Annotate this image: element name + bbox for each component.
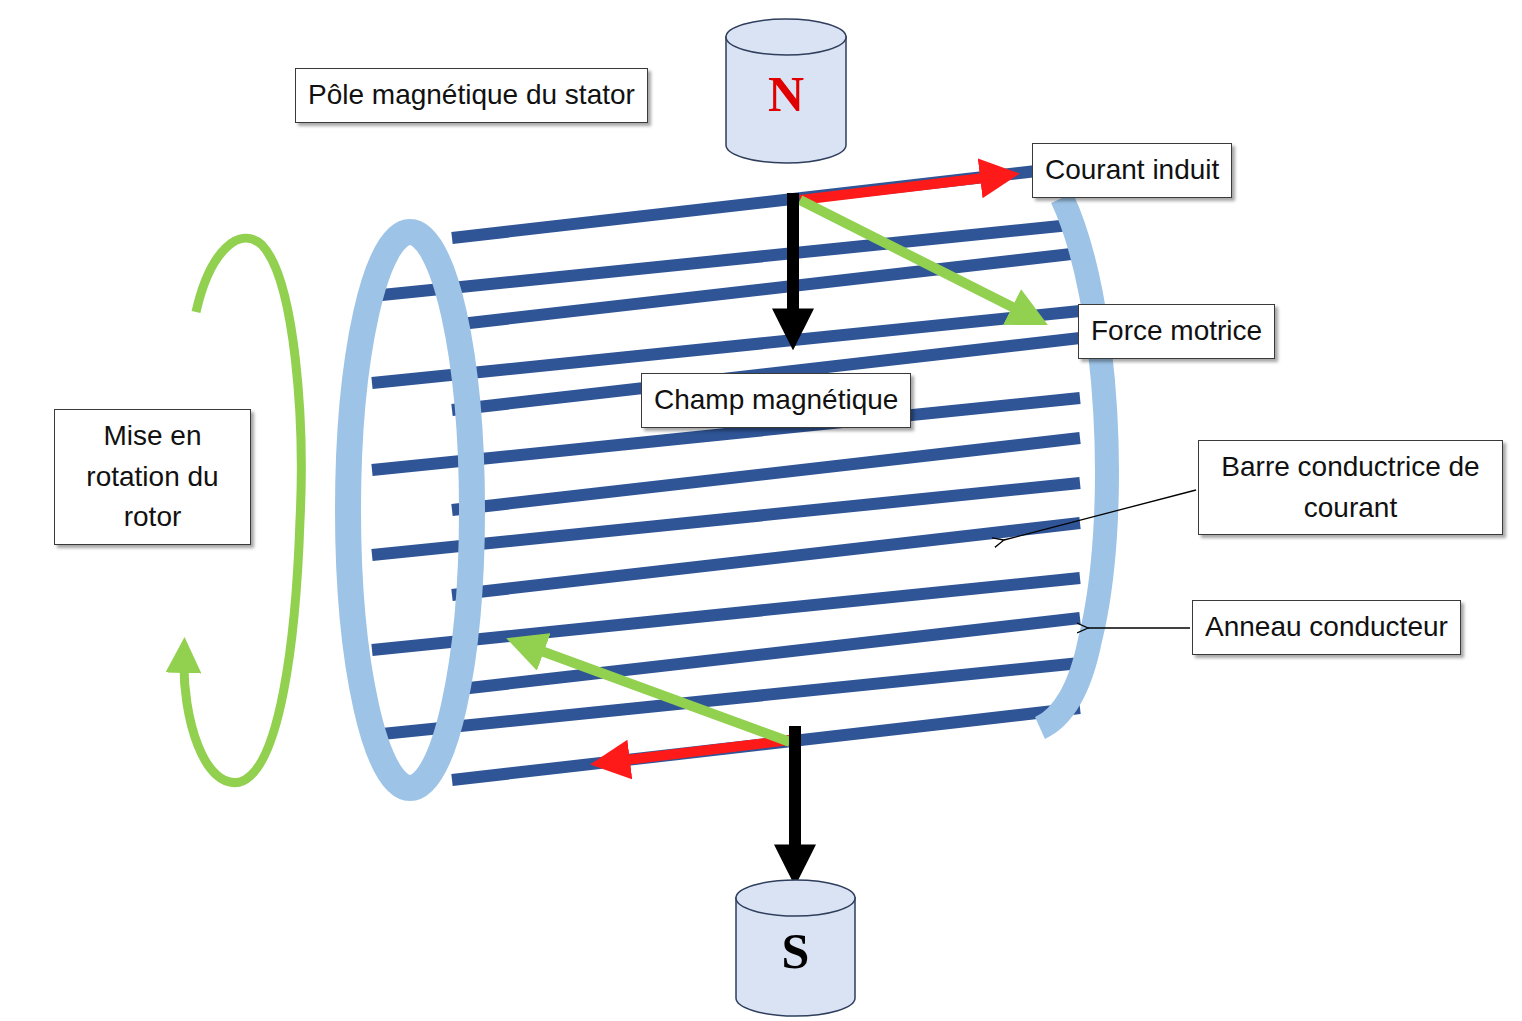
box-text: Mise en rotation du rotor xyxy=(67,416,238,538)
box-text: Courant induit xyxy=(1045,150,1219,191)
label-box: Courant induit xyxy=(1032,143,1232,198)
pole-letter: S xyxy=(735,926,856,976)
leader-line xyxy=(1088,627,1190,628)
conductor-bar xyxy=(452,708,1080,780)
pole-letter: N xyxy=(725,69,847,119)
conductor-bar xyxy=(452,523,1080,595)
label-box: Barre conductrice de courant xyxy=(1198,440,1503,535)
left-ring xyxy=(348,232,472,788)
field-arrow xyxy=(789,726,801,866)
current-arrow xyxy=(800,176,1000,200)
conductor-bar xyxy=(452,438,1080,510)
box-text: Pôle magnétique du stator xyxy=(308,75,635,116)
current-arrow xyxy=(610,740,790,762)
box-text: Anneau conducteur xyxy=(1205,607,1448,648)
right-ring xyxy=(1040,198,1107,728)
label-box: Anneau conducteur xyxy=(1192,600,1461,655)
force-arrow xyxy=(525,645,790,742)
force-arrow xyxy=(800,200,1030,316)
field-arrow xyxy=(787,193,799,330)
magnet-pole: N xyxy=(725,18,847,164)
label-box: Force motrice xyxy=(1078,304,1275,359)
label-box: Pôle magnétique du stator xyxy=(295,68,648,123)
label-box: Mise en rotation du rotor xyxy=(54,409,251,545)
label-box: Champ magnétique xyxy=(641,373,911,428)
conductor-bar xyxy=(452,166,1080,238)
box-text: Champ magnétique xyxy=(654,380,898,421)
magnet-pole: S xyxy=(735,879,856,1017)
box-text: Barre conductrice de courant xyxy=(1211,447,1490,528)
box-text: Force motrice xyxy=(1091,311,1262,352)
leader-line xyxy=(1004,490,1196,540)
